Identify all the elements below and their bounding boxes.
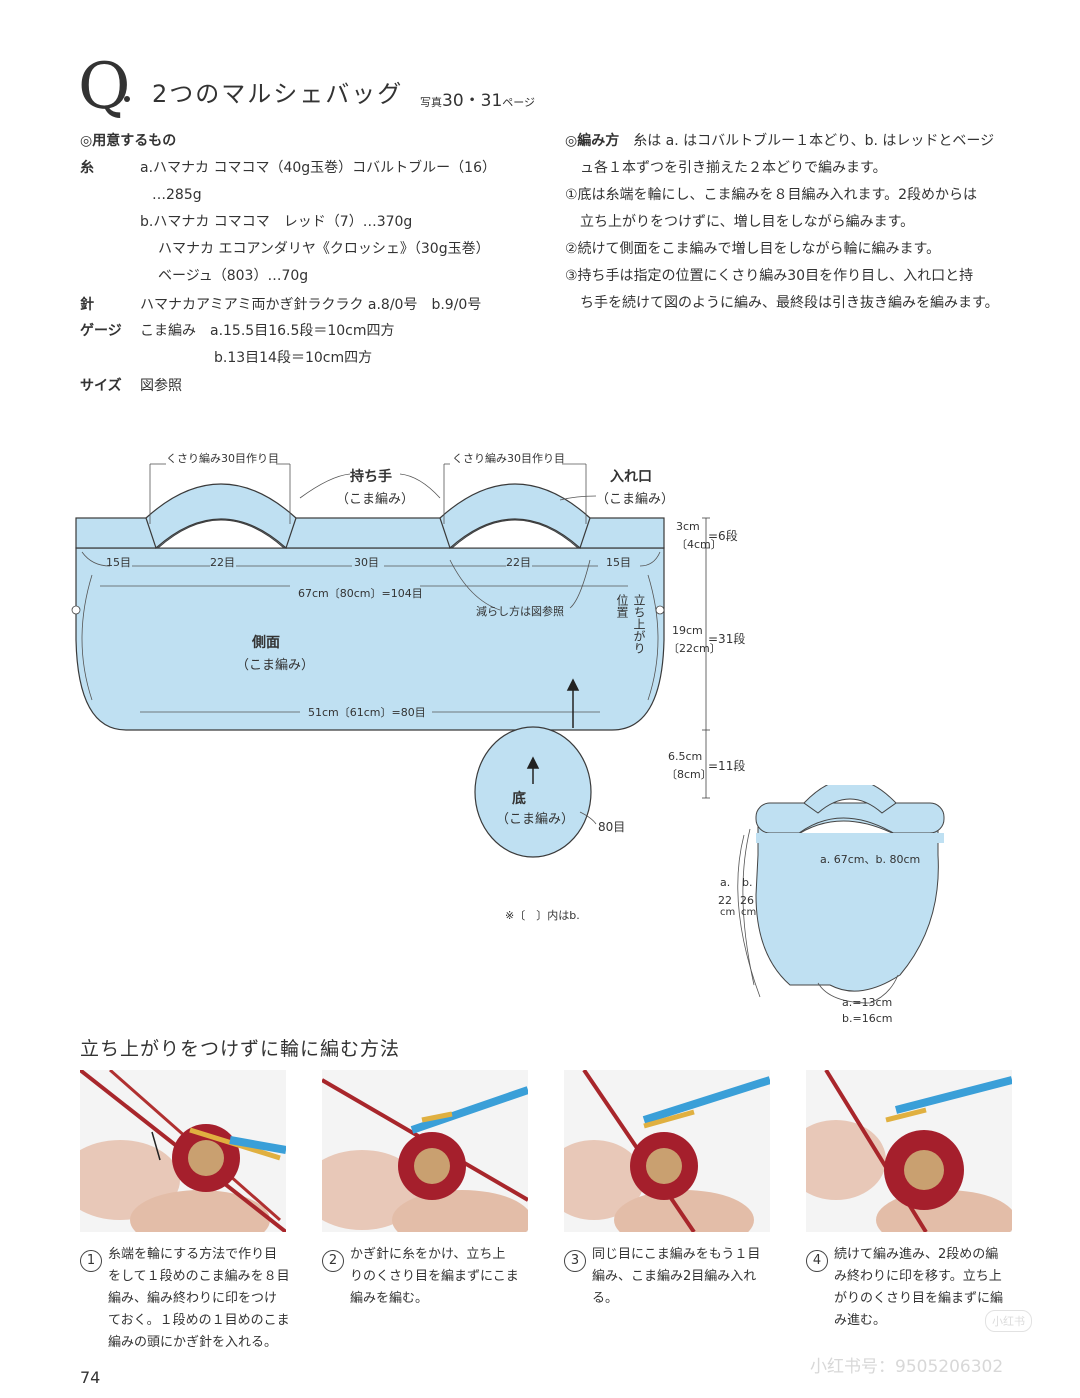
step-photo-4 [806,1070,1012,1232]
step-4-text: 続けて編み進み、2段めの編み終わりに印を移す。立ち上がりのくさり目を編まずに編み… [834,1247,1004,1328]
method-step3-a: ③持ち手は指定の位置にくさり編み30目を作り目し、入れ口と持 [565,268,974,284]
yarn-a-line2: …285g [152,187,202,203]
small-b-height: 26 [740,894,754,907]
gauge-a: こま編み a.15.5目16.5段＝10cm四方 [140,323,395,339]
yarn-b-line3: ベージュ（803）…70g [158,268,309,284]
step-photo-3 [564,1070,770,1232]
method-step1-a: ①底は糸端を輪にし、こま編みを８目編み入れます。2段めからは [565,187,978,203]
bag-diagram [71,463,710,858]
watermark: 小红书号：9505206302 [810,1357,1004,1377]
method-step3-b: ち手を続けて図のように編み、最終段は引き抜き編みを編みます。 [580,295,999,311]
dim2-b: 〔22cm〕 [668,642,721,655]
side-body [75,547,665,731]
small-bag-diagram [737,785,945,1004]
small-a-height: 22 [718,894,732,907]
handle-label: 持ち手 [350,469,392,485]
width-bottom: 51cm〔61cm〕=80目 [308,706,426,719]
bottom-circle [474,726,592,858]
stitch-30: 30目 [354,556,379,569]
dim2-rows: =31段 [708,632,746,646]
dim2-cm: 19cm [672,624,703,637]
method-step2: ②続けて側面をこま編みで増し目をしながら輪に編みます。 [565,241,941,257]
step-4-number: 4 [806,1250,828,1272]
dim1-cm: 3cm [676,520,700,533]
gauge-b: b.13目14段＝10cm四方 [214,350,373,366]
small-bottom-b: b.=16cm [842,1012,893,1025]
small-a-label: a. [720,876,731,889]
watermark-logo: 小红书 [985,1310,1032,1332]
page-number: 74 [80,1368,101,1387]
step-2-text: かぎ針に糸をかけ、立ち上りのくさり目を編まずにこま編みを編む。 [350,1247,519,1306]
materials-heading: ◎用意するもの [80,133,177,149]
step-1-number: 1 [80,1250,102,1272]
stitch-15-right: 15目 [606,556,631,569]
note: ※〔 〕内はb. [505,909,580,922]
chain-label-right: くさり編み30目作り目 [452,452,565,465]
dim1-rows: =6段 [708,529,738,543]
small-a-unit: cm [720,907,736,918]
stitch-22-right: 22目 [506,556,531,569]
width-top: 67cm〔80cm〕=104目 [298,587,423,600]
chain-label-left: くさり編み30目作り目 [166,452,279,465]
small-b-label: b. [742,876,753,889]
photo-reference: 写真30・31ページ [420,91,536,111]
yarn-b-line1: b.ハマナカ コマコマ レッド（7）…370g [140,214,413,230]
needle-value: ハマナカアミアミ両かぎ針ラクラク a.8/0号 b.9/0号 [140,297,482,313]
dim3-cm: 6.5cm [668,750,703,763]
yarn-a-line1: a.ハマナカ コマコマ（40g玉巻）コバルトブルー（16） [140,160,496,176]
section-title: 立ち上がりをつけずに輪に編む方法 [80,1038,401,1060]
side-label: 側面 [252,635,280,651]
dim3-b: 〔8cm〕 [666,768,712,781]
side-sub: （こま編み） [236,658,315,673]
small-width-label: a. 67cm、b. 80cm [820,853,921,866]
q-dot [124,96,130,102]
small-bottom-a: a.=13cm [842,996,893,1009]
step-photo-1 [80,1070,286,1232]
opening-sub: （こま編み） [596,492,675,507]
handle-right [439,483,591,550]
size-value: 図参照 [140,378,182,394]
bottom-label: 底 [512,791,526,807]
step-1-text: 糸端を輪にする方法で作り目をして１段めのこま編みを８目編み、編み終わりに印をつけ… [108,1247,290,1350]
rise-position-label: 立ち上がり位置 [615,594,646,654]
dim1-b: 〔4cm〕 [676,538,722,551]
dim3-rows: =11段 [708,759,746,773]
method-step1-b: 立ち上がりをつけずに、増し目をしながら編みます。 [580,214,915,230]
step-2-number: 2 [322,1250,344,1272]
bottom-count: 80目 [598,820,626,834]
q-letter: Q [78,50,131,124]
size-label: サイズ [80,378,122,394]
method-intro-1: ◎編み方 糸は a. はコバルトブルー１本どり、b. はレッドとベージ [565,133,995,149]
small-b-unit: cm [741,907,757,918]
gauge-label: ゲージ [80,323,122,339]
step-photo-2 [322,1070,528,1232]
decrease-note: 減らし方は図参照 [476,605,564,618]
stitch-15-left: 15目 [106,556,131,569]
yarn-label: 糸 [80,160,94,176]
yarn-b-line2: ハマナカ エコアンダリヤ《クロッシェ》（30g玉巻） [158,241,490,257]
handle-left [145,483,297,550]
bottom-sub: （こま編み） [496,812,575,827]
step-3-number: 3 [564,1250,586,1272]
step-3-text: 同じ目にこま編みをもう１目編み、こま編み2目編み入れる。 [592,1247,761,1306]
handle-sub: （こま編み） [336,492,415,507]
method-intro-2: ュ各１本ずつを引き揃えた２本どりで編みます。 [580,160,887,176]
stitch-22-left: 22目 [210,556,235,569]
needle-label: 針 [80,297,94,313]
opening-label: 入れ口 [610,469,652,485]
page-title: 2つのマルシェバッグ [152,80,404,108]
